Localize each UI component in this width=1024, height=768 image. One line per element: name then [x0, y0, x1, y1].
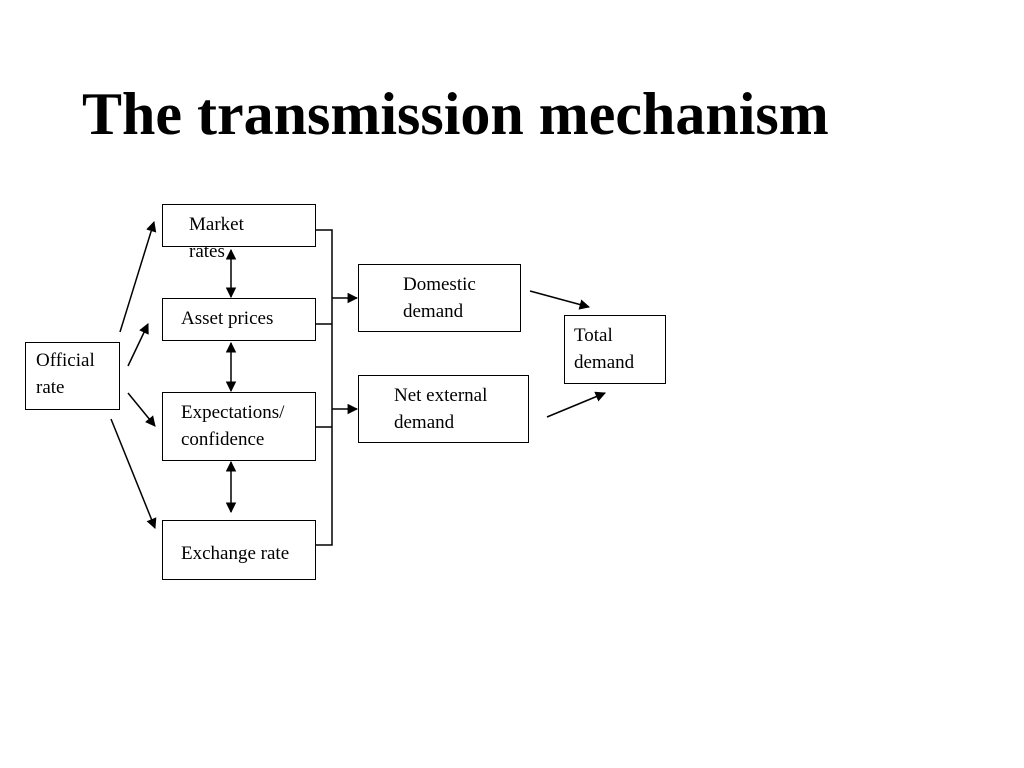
net-external-demand-label: Net external demand	[394, 385, 488, 433]
exchange-rate-label: Exchange rate	[181, 543, 290, 564]
domestic-demand-label: Domestic demand	[403, 274, 476, 322]
exchange-rate-box	[162, 520, 316, 580]
official-rate-label: Official rate	[36, 350, 95, 398]
arrow-external-to-total	[546, 391, 606, 418]
net-external-demand-box	[358, 375, 529, 443]
total-demand-box	[564, 315, 666, 384]
expectations-label: Expectations/ confidence	[181, 402, 285, 450]
asset-prices-label: Asset prices	[181, 308, 274, 329]
arrow-official-to-exchange-rate	[110, 418, 157, 529]
market-rates-box	[162, 204, 316, 247]
domestic-demand-box	[358, 264, 521, 332]
slide-title: The transmission mechanism	[82, 81, 829, 147]
arrow-official-to-asset-prices	[127, 323, 149, 367]
asset-prices-box	[162, 298, 316, 341]
bracket-connector	[315, 229, 333, 546]
arrow-domestic-to-total	[529, 290, 591, 310]
arrow-official-to-expectations	[127, 392, 156, 427]
market-rates-label: Market rates	[189, 214, 244, 262]
official-rate-box	[25, 342, 120, 410]
expectations-box	[162, 392, 316, 461]
arrow-official-to-market-rates	[119, 220, 157, 333]
total-demand-label: Total demand	[574, 325, 635, 373]
